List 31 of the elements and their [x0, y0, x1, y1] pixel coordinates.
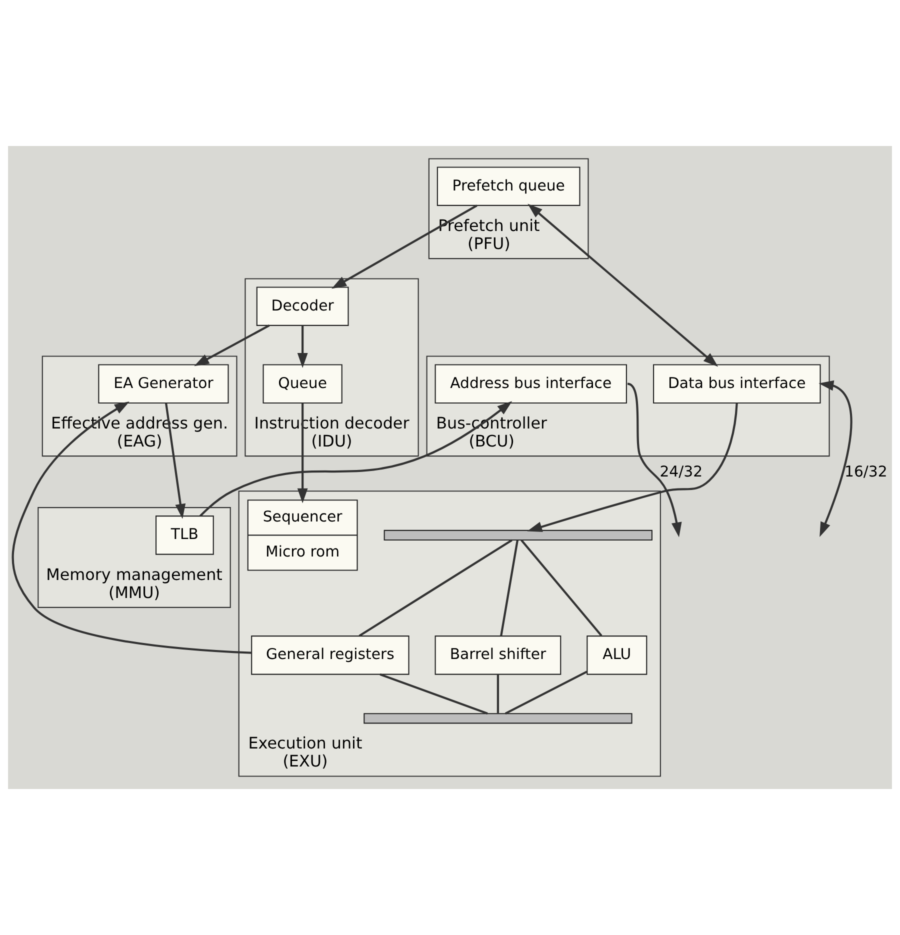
arrow [818, 380, 852, 537]
node-box: Address bus interface [434, 364, 627, 404]
arrow [194, 324, 270, 366]
edge-label: 24/32 [660, 462, 703, 480]
node-box: TLB [156, 516, 214, 555]
arrow [297, 403, 308, 504]
node-box: ALU [586, 636, 648, 675]
node-box: Prefetch queue [436, 166, 580, 206]
arrow [332, 204, 478, 289]
node-box: EA Generator [98, 364, 229, 404]
edge-label: 16/32 [844, 462, 888, 480]
node-bar [384, 530, 652, 540]
arrow [12, 402, 252, 654]
node-box: Data bus interface [653, 364, 821, 404]
arrow [199, 401, 512, 517]
node-box: Decoder [256, 286, 349, 326]
connector [520, 540, 602, 636]
arrow [527, 403, 738, 532]
node-bar [364, 713, 632, 724]
connector [504, 670, 588, 714]
node-box: Barrel shifter [434, 636, 562, 675]
arrow [165, 403, 186, 519]
arrow [627, 382, 682, 538]
connector [500, 540, 519, 636]
arrow [528, 204, 718, 367]
connector [358, 539, 512, 637]
connector [496, 674, 500, 714]
node-box: General registers [251, 636, 410, 675]
arrow [297, 326, 308, 368]
connector [380, 673, 488, 714]
node-box: Queue [262, 364, 342, 404]
